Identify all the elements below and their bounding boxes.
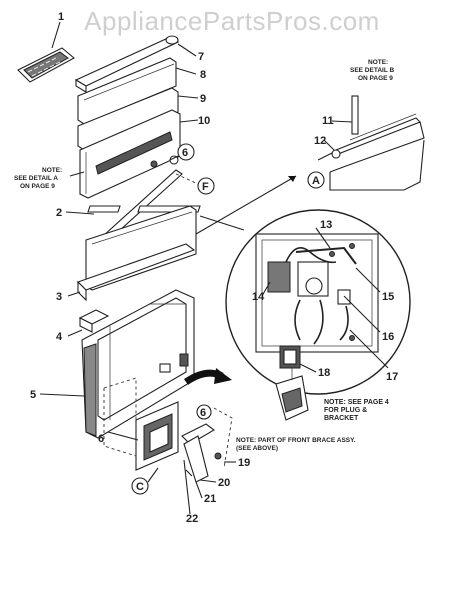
callout-15: 15: [382, 291, 394, 303]
svg-text:NOTE:: NOTE:: [42, 167, 62, 174]
svg-text:ON PAGE 9: ON PAGE 9: [358, 75, 393, 82]
note-front-brace: NOTE: PART OF FRONT BRACE ASSY. (SEE ABO…: [236, 437, 356, 452]
svg-text:A: A: [312, 175, 320, 187]
svg-text:NOTE: SEE PAGE 4: NOTE: SEE PAGE 4: [324, 399, 389, 406]
note-detail-a: NOTE: SEE DETAIL A ON PAGE 9: [14, 167, 62, 190]
callout-6: 6: [98, 433, 104, 445]
callout-8: 8: [200, 69, 206, 81]
part-8-panel: [77, 57, 177, 125]
svg-text:C: C: [136, 481, 144, 493]
detail-b-view: [317, 95, 425, 191]
circled-6-top: 6: [177, 143, 195, 161]
svg-text:NOTE: PART OF FRONT BRACE ASSY: NOTE: PART OF FRONT BRACE ASSY.: [236, 437, 356, 444]
callout-3: 3: [56, 291, 62, 303]
note-plug-bracket: NOTE: SEE PAGE 4 FOR PLUG & BRACKET: [324, 399, 389, 422]
curved-arrow: [183, 368, 232, 385]
callout-22: 22: [186, 513, 198, 525]
callout-5: 5: [30, 389, 36, 401]
part-4-bracket: [78, 309, 110, 333]
part-5-lower-housing: [81, 289, 195, 439]
callout-12: 12: [314, 135, 326, 147]
part-1-vent-grille: [17, 47, 75, 83]
callout-19: 19: [238, 457, 250, 469]
part-9-panel: [77, 87, 179, 151]
svg-text:6: 6: [182, 147, 188, 159]
callout-4: 4: [56, 331, 63, 343]
callout-21: 21: [204, 493, 216, 505]
svg-text:F: F: [202, 181, 209, 193]
plug-and-bracket: [275, 368, 309, 421]
callout-1: 1: [58, 11, 64, 23]
svg-text:SEE DETAIL A: SEE DETAIL A: [14, 175, 58, 182]
svg-text:FOR PLUG &: FOR PLUG &: [324, 407, 367, 414]
svg-text:6: 6: [200, 407, 206, 419]
part-6-mount-bracket: [103, 377, 179, 471]
callout-16: 16: [382, 331, 394, 343]
svg-text:NOTE:: NOTE:: [368, 59, 388, 66]
circled-a-main: A: [307, 171, 325, 189]
callout-7: 7: [198, 51, 204, 63]
callout-14: 14: [252, 291, 265, 303]
svg-text:(SEE ABOVE): (SEE ABOVE): [236, 445, 278, 452]
callout-18: 18: [318, 367, 330, 379]
part-7-top-trim: [74, 35, 180, 93]
callout-11: 11: [322, 115, 334, 127]
callout-17: 17: [386, 371, 398, 383]
part-3-upper-housing: [76, 205, 197, 302]
callout-9: 9: [200, 93, 206, 105]
svg-text:ON PAGE 9: ON PAGE 9: [20, 183, 55, 190]
circled-6-bottom: 6: [196, 404, 212, 420]
callout-2: 2: [56, 207, 62, 219]
circled-f: F: [197, 177, 215, 195]
svg-text:BRACKET: BRACKET: [324, 415, 359, 422]
callout-10: 10: [198, 115, 210, 127]
callout-20: 20: [218, 477, 230, 489]
note-detail-b: NOTE: SEE DETAIL B ON PAGE 9: [350, 59, 394, 82]
watermark: AppliancePartsPros.com: [84, 6, 380, 36]
detail-control-box-circle: [225, 209, 411, 395]
callout-13: 13: [320, 219, 332, 231]
part-20-21-22-hinge: [181, 407, 233, 483]
svg-text:SEE DETAIL B: SEE DETAIL B: [350, 67, 394, 74]
circled-c: C: [131, 477, 149, 495]
